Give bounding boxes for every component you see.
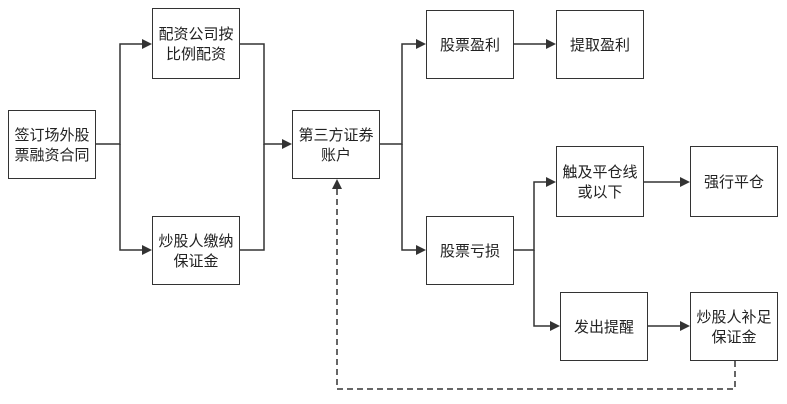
edge-n3-n4 [240, 144, 265, 251]
edge-n11-n4-dashed [336, 189, 736, 390]
arrowhead-n6 [546, 39, 556, 49]
edge-n2-n4 [240, 43, 286, 145]
edge-n7-n8 [514, 181, 550, 251]
node-hit-liquidation-line: 触及平仓线或以下 [556, 146, 644, 217]
arrowhead-n8 [546, 177, 556, 187]
arrowhead-n7 [416, 245, 426, 255]
arrowhead-n4-feedback [332, 179, 342, 189]
arrowhead-n2 [142, 39, 152, 49]
node-label: 配资公司按比例配资 [158, 24, 234, 63]
node-third-party-securities-account: 第三方证券账户 [292, 110, 380, 179]
node-withdraw-profit: 提取盈利 [556, 10, 644, 79]
node-label: 强行平仓 [703, 172, 764, 191]
node-label: 发出提醒 [573, 317, 634, 336]
arrowhead-n9 [680, 177, 690, 187]
node-label: 股票亏损 [439, 241, 500, 260]
edge-n4-n5 [380, 43, 420, 145]
edge-n4-n7 [401, 144, 420, 251]
node-forced-liquidation: 强行平仓 [690, 146, 778, 217]
arrowhead-n3 [142, 245, 152, 255]
node-trader-tops-up-deposit: 炒股人补足保证金 [690, 292, 778, 361]
node-label: 第三方证券账户 [298, 125, 374, 164]
node-send-reminder: 发出提醒 [560, 292, 648, 361]
node-trader-pays-deposit: 炒股人缴纳保证金 [152, 216, 240, 285]
node-label: 提取盈利 [569, 35, 630, 54]
arrowhead-n11 [680, 321, 690, 331]
node-label: 炒股人缴纳保证金 [158, 231, 234, 270]
node-funding-company-allocates: 配资公司按比例配资 [152, 8, 240, 79]
edge-n1-n2 [96, 43, 146, 145]
node-stock-loss: 股票亏损 [426, 216, 514, 285]
arrowhead-n5 [416, 39, 426, 49]
node-label: 签订场外股票融资合同 [14, 125, 90, 164]
node-stock-profit: 股票盈利 [426, 10, 514, 79]
edge-n7-n10 [533, 250, 554, 327]
node-label: 触及平仓线或以下 [562, 162, 638, 201]
arrowhead-n10 [550, 321, 560, 331]
node-label: 股票盈利 [439, 35, 500, 54]
node-sign-otc-financing-contract: 签订场外股票融资合同 [8, 110, 96, 179]
arrowhead-n4 [282, 139, 292, 149]
edge-n1-n3 [119, 144, 146, 251]
node-label: 炒股人补足保证金 [696, 307, 772, 346]
